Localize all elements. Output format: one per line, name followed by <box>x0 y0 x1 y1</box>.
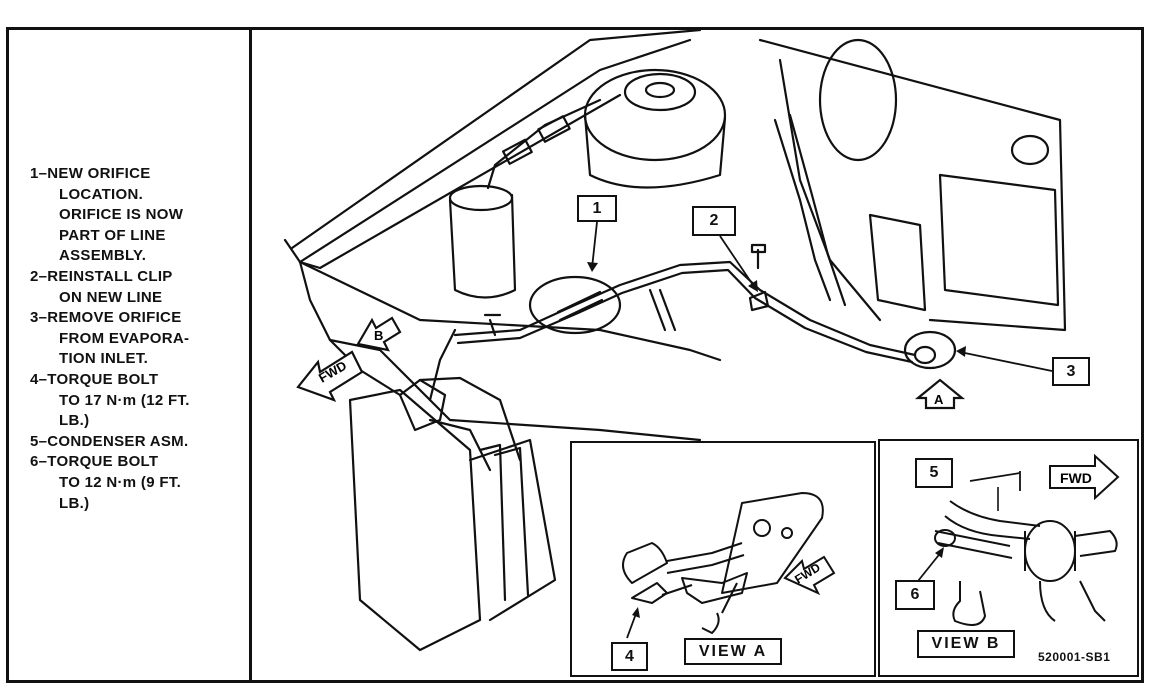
part-number: 520001-SB1 <box>1038 650 1111 664</box>
evaporator-inlet <box>903 330 957 370</box>
legend-item-1-line-5: ASSEMBLY. <box>59 247 147 265</box>
view-a-caption: VIEW A <box>684 638 782 665</box>
firewall <box>758 38 1067 332</box>
legend-item-4-line-1: 4–TORQUE BOLT <box>30 370 159 388</box>
legend-item-1-line-3: ORIFICE IS NOW <box>59 206 184 224</box>
leader-2 <box>719 235 756 289</box>
refrigerant-line <box>453 260 917 357</box>
callout-3: 3 <box>1052 357 1090 386</box>
callout-1: 1 <box>577 195 617 222</box>
legend-item-3: 3–REMOVE ORIFICE FROM EVAPORA- TION INLE… <box>30 308 245 370</box>
view-a-illustration: FWD <box>622 492 836 639</box>
legend-item-3-line-3: TION INLET. <box>59 350 149 368</box>
legend-item-3-line-1: 3–REMOVE ORIFICE <box>30 309 182 327</box>
legend-item-5-line-1: 5–CONDENSER ASM. <box>30 432 189 450</box>
legend-item-4-line-3: LB.) <box>59 412 90 430</box>
clip-bolt <box>750 243 767 270</box>
legend-item-6: 6–TORQUE BOLT TO 12 N·m (9 FT. LB.) <box>30 452 245 514</box>
view-b-marker-label: B <box>374 328 383 343</box>
orifice-highlight <box>528 275 622 335</box>
callout-4: 4 <box>611 642 648 671</box>
legend-item-1-line-2: LOCATION. <box>59 185 144 203</box>
radiator-support <box>283 238 722 362</box>
legend-item-1-line-1: 1–NEW ORIFICE <box>30 165 151 182</box>
legend-item-2: 2–REINSTALL CLIP ON NEW LINE <box>30 267 245 308</box>
legend-item-5: 5–CONDENSER ASM. <box>30 432 245 453</box>
view-b-fwd-label: FWD <box>1060 470 1092 486</box>
condenser <box>348 388 482 652</box>
legend-item-2-line-2: ON NEW LINE <box>59 288 163 306</box>
legend-item-2-line-1: 2–REINSTALL CLIP <box>30 267 173 285</box>
leader-1 <box>591 221 598 269</box>
legend-item-4: 4–TORQUE BOLT TO 17 N·m (12 FT. LB.) <box>30 370 245 432</box>
fwd-arrow-main: FWD <box>296 350 364 402</box>
legend-item-6-line-3: LB.) <box>59 494 90 512</box>
legend-item-4-line-2: TO 17 N·m (12 FT. <box>59 391 190 409</box>
view-a-marker-label: A <box>934 392 944 407</box>
view-a-panel: FWD <box>570 441 876 677</box>
callout-5: 5 <box>915 458 953 488</box>
leader-3 <box>959 351 1053 372</box>
line-clip <box>748 290 770 312</box>
view-b-illustration: FWD <box>917 453 1120 626</box>
diagram-frame <box>6 27 1144 683</box>
callout-6: 6 <box>895 580 935 610</box>
legend-item-1: 1–NEW ORIFICE LOCATION. ORIFICE IS NOW P… <box>30 164 245 267</box>
callout-2: 2 <box>692 206 736 236</box>
view-b-caption: VIEW B <box>917 630 1015 658</box>
legend-item-3-line-2: FROM EVAPORA- <box>59 329 190 347</box>
view-b-marker: B <box>356 316 402 352</box>
view-a-marker: A <box>914 378 966 410</box>
legend-item-6-line-1: 6–TORQUE BOLT <box>30 453 159 471</box>
fender-edge <box>290 30 702 264</box>
engine-bay-illustration: FWD B A <box>283 30 1067 652</box>
legend-divider <box>249 27 252 683</box>
legend: 1–NEW ORIFICE LOCATION. ORIFICE IS NOW P… <box>30 164 245 514</box>
legend-item-1-line-4: PART OF LINE <box>59 226 166 244</box>
legend-item-6-line-2: TO 12 N·m (9 FT. <box>59 473 182 491</box>
accumulator <box>448 193 517 299</box>
